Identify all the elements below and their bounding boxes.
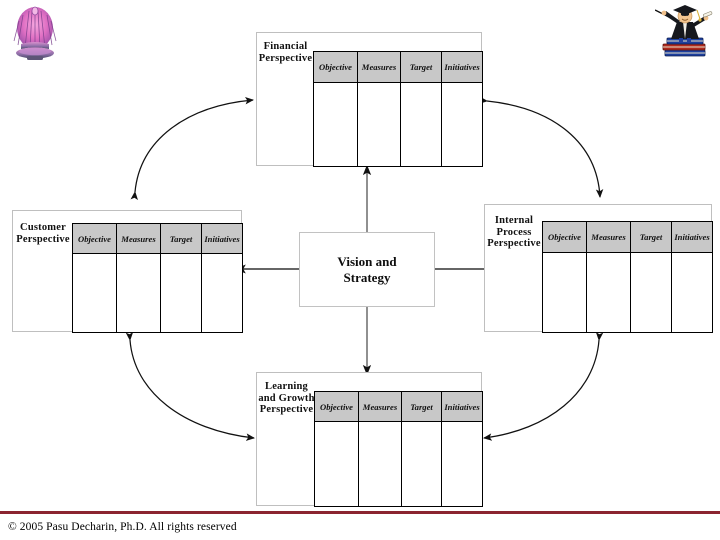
grid-cell-measures[interactable] xyxy=(358,83,401,166)
chulalongkorn-emblem-icon xyxy=(13,6,57,60)
column-header-measures: Measures xyxy=(587,222,631,252)
panel-financial-perspective: Financial Perspective Objective Measures… xyxy=(256,32,483,167)
curve-customer-learning xyxy=(125,331,255,441)
column-header-target: Target xyxy=(631,222,672,252)
grid-cell-measures[interactable] xyxy=(117,254,161,332)
column-header-objective: Objective xyxy=(73,224,117,253)
column-header-target: Target xyxy=(401,52,442,82)
grid-cell-target[interactable] xyxy=(631,253,672,332)
grid-cell-measures[interactable] xyxy=(359,422,402,506)
grid-header-row: Objective Measures Target Initiatives xyxy=(314,52,482,83)
panel-customer-perspective: Customer Perspective Objective Measures … xyxy=(12,210,243,333)
column-header-initiatives: Initiatives xyxy=(672,222,712,252)
grid-cell-objective[interactable] xyxy=(314,83,358,166)
grid-cell-initiatives[interactable] xyxy=(202,254,242,332)
column-header-target: Target xyxy=(161,224,202,253)
grid-body-row[interactable] xyxy=(314,83,482,166)
vision-and-strategy-label: Vision and Strategy xyxy=(337,253,397,285)
graduate-clipart-logo xyxy=(654,2,715,64)
curve-financial-internal xyxy=(478,96,604,198)
grid-header-row: Objective Measures Target Initiatives xyxy=(315,392,482,422)
grid-body-row[interactable] xyxy=(73,254,242,332)
grid-header-row: Objective Measures Target Initiatives xyxy=(73,224,242,254)
grid-cell-initiatives[interactable] xyxy=(442,83,482,166)
panel-title-customer: Customer Perspective xyxy=(16,222,70,245)
column-header-objective: Objective xyxy=(315,392,359,421)
scorecard-grid-learning-growth: Objective Measures Target Initiatives xyxy=(314,391,483,507)
column-header-measures: Measures xyxy=(358,52,401,82)
footer-divider xyxy=(0,511,720,514)
grid-cell-objective[interactable] xyxy=(315,422,359,506)
vision-and-strategy-box: Vision and Strategy xyxy=(299,232,435,307)
scorecard-grid-internal-process: Objective Measures Target Initiatives xyxy=(542,221,713,333)
grid-cell-objective[interactable] xyxy=(73,254,117,332)
column-header-objective: Objective xyxy=(314,52,358,82)
column-header-measures: Measures xyxy=(117,224,161,253)
column-header-target: Target xyxy=(402,392,442,421)
column-header-measures: Measures xyxy=(359,392,402,421)
grid-body-row[interactable] xyxy=(543,253,712,332)
scorecard-grid-customer: Objective Measures Target Initiatives xyxy=(72,223,243,333)
column-header-initiatives: Initiatives xyxy=(442,392,482,421)
graduate-on-books-icon xyxy=(654,5,713,57)
grid-cell-objective[interactable] xyxy=(543,253,587,332)
grid-header-row: Objective Measures Target Initiatives xyxy=(543,222,712,253)
footer-copyright: © 2005 Pasu Decharin, Ph.D. All rights r… xyxy=(8,521,237,533)
curve-internal-learning xyxy=(483,331,604,441)
panel-learning-growth-perspective: Learning and Growth Perspective Objectiv… xyxy=(256,372,483,507)
grid-body-row[interactable] xyxy=(315,422,482,506)
grid-cell-target[interactable] xyxy=(402,422,442,506)
grid-cell-initiatives[interactable] xyxy=(442,422,482,506)
panel-internal-process-perspective: Internal Process Perspective Objective M… xyxy=(484,204,713,333)
column-header-initiatives: Initiatives xyxy=(442,52,482,82)
grid-cell-target[interactable] xyxy=(401,83,442,166)
curve-financial-customer xyxy=(130,96,254,201)
grid-cell-measures[interactable] xyxy=(587,253,631,332)
panel-title-learning-growth: Learning and Growth Perspective xyxy=(258,381,315,415)
scorecard-grid-financial: Objective Measures Target Initiatives xyxy=(313,51,483,167)
column-header-objective: Objective xyxy=(543,222,587,252)
panel-title-financial: Financial Perspective xyxy=(258,41,313,64)
column-header-initiatives: Initiatives xyxy=(202,224,242,253)
university-emblem-logo xyxy=(8,4,62,64)
grid-cell-target[interactable] xyxy=(161,254,202,332)
panel-title-internal-process: Internal Process Perspective xyxy=(487,215,541,249)
grid-cell-initiatives[interactable] xyxy=(672,253,712,332)
